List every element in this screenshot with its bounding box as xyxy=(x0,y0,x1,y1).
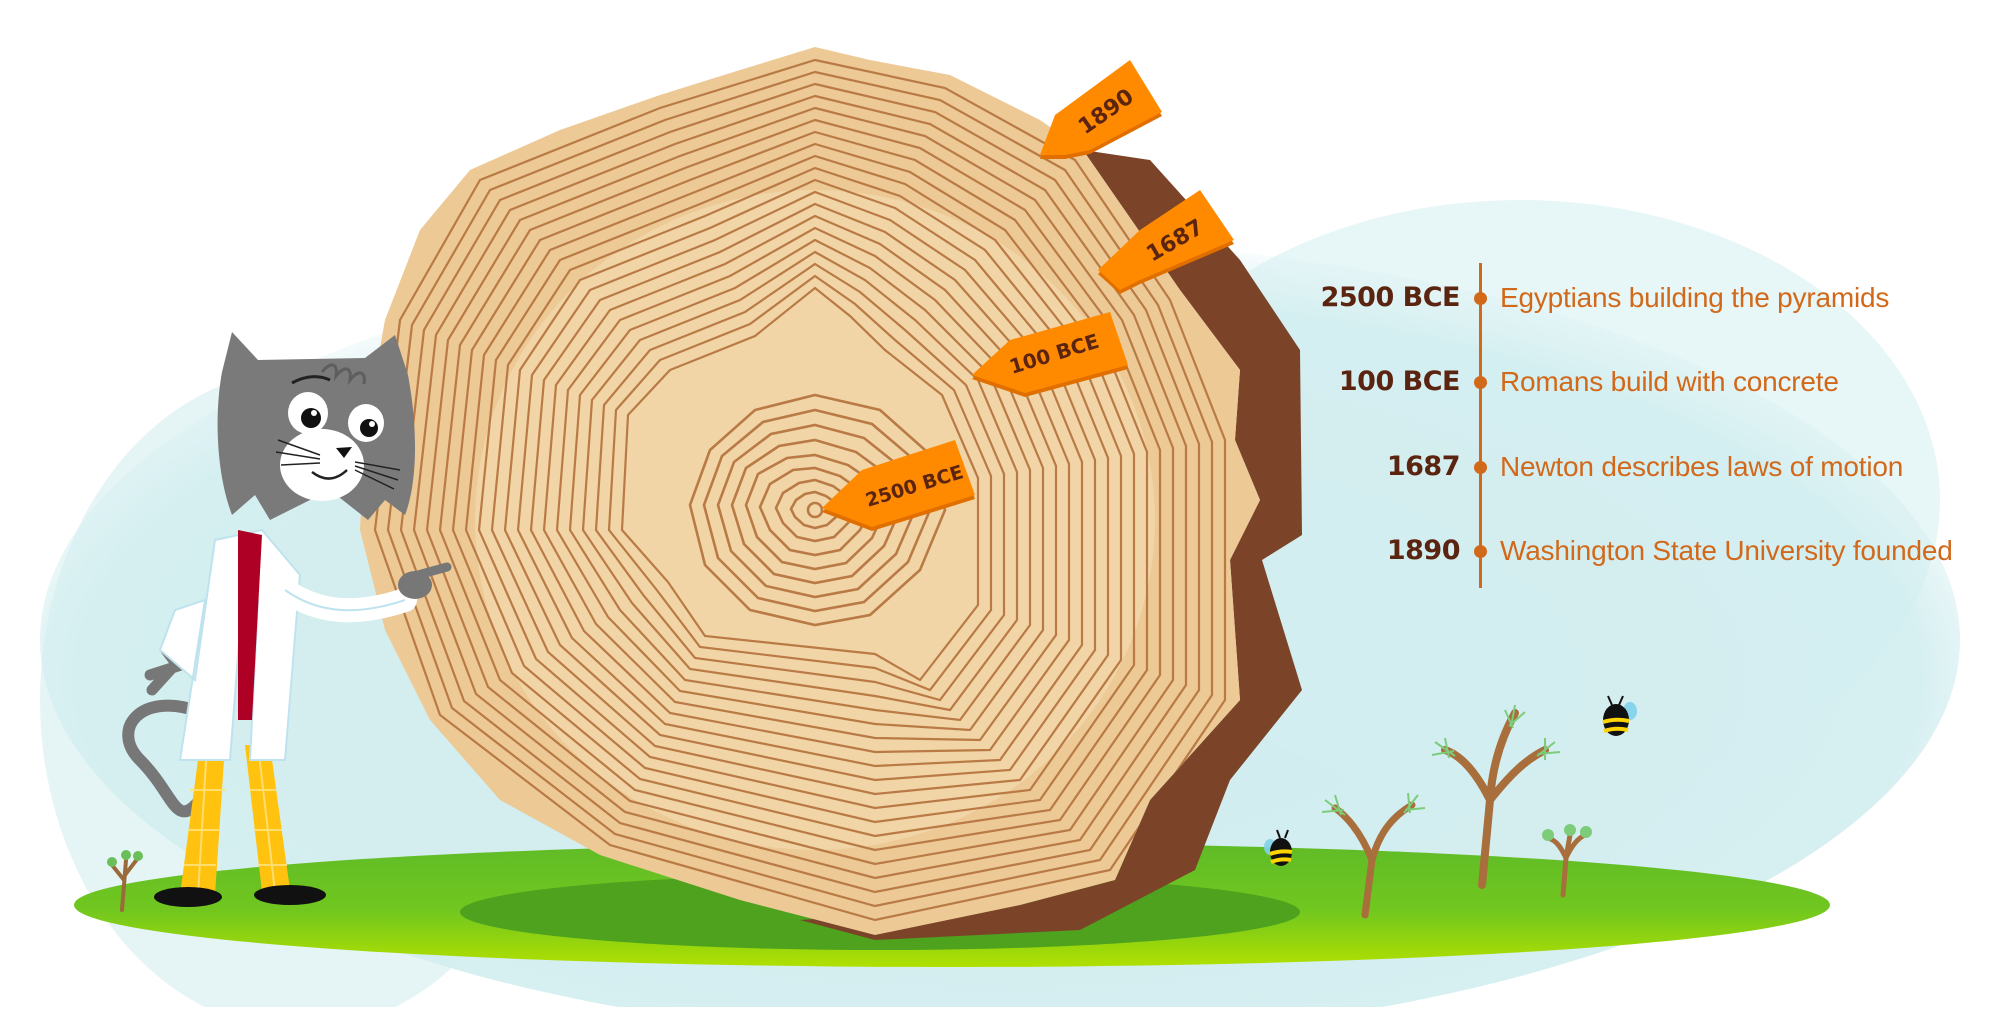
cat-tail xyxy=(122,699,206,818)
timeline-axis-line xyxy=(1479,263,1482,588)
ring-tag-2500-bce: 2500 BCE xyxy=(822,440,975,531)
timeline-row: 2500 BCE Egyptians building the pyramids xyxy=(1300,278,2000,318)
timeline-dot-icon xyxy=(1474,292,1487,305)
bee-icon-left xyxy=(1264,829,1293,866)
ring-tag-1687: 1687 xyxy=(1098,190,1234,294)
timeline-row: 100 BCE Romans build with concrete xyxy=(1300,362,2000,402)
timeline-description: Egyptians building the pyramids xyxy=(1500,282,1890,313)
timeline-year: 1890 xyxy=(1386,535,1461,566)
timeline-year: 1687 xyxy=(1386,451,1461,482)
timeline-description: Newton describes laws of motion xyxy=(1500,451,1904,482)
timeline-row: 1687 Newton describes laws of motion xyxy=(1300,447,2000,487)
timeline-row: 1890 Washington State University founded xyxy=(1300,531,2000,571)
timeline-description: Washington State University founded xyxy=(1500,535,1953,566)
timeline-dot-icon xyxy=(1474,376,1487,389)
timeline-year: 2500 BCE xyxy=(1320,282,1461,313)
sapling-2 xyxy=(1431,704,1561,889)
sapling-1 xyxy=(1321,792,1426,919)
timeline-description: Romans build with concrete xyxy=(1500,366,1839,397)
ring-tag-100-bce: 100 BCE xyxy=(972,312,1128,397)
bee-icon-right xyxy=(1602,695,1637,736)
timeline-dot-icon xyxy=(1474,545,1487,558)
tree-cross-section xyxy=(360,47,1260,935)
ring-tag-1890: 1890 xyxy=(1040,60,1162,159)
sapling-3 xyxy=(1542,824,1592,898)
sprout-left xyxy=(107,850,143,912)
timeline-year: 100 BCE xyxy=(1338,366,1461,397)
timeline-dot-icon xyxy=(1474,461,1487,474)
cat-scientist-character xyxy=(122,332,452,907)
timeline-legend: 2500 BCE Egyptians building the pyramids… xyxy=(1300,263,2000,593)
